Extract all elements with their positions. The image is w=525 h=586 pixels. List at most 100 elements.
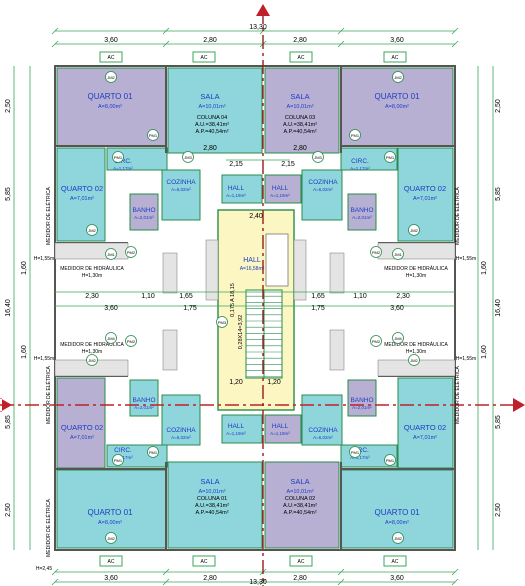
area-hall-main: A=16,58m² [240, 266, 265, 272]
label-quarto01-tl: QUARTO 01 [87, 92, 133, 101]
label-sala-tl: SALA [200, 92, 219, 101]
label-cozinha-bl: COZINHA [166, 427, 196, 434]
svg-text:PM1: PM1 [114, 458, 123, 463]
area-circ-br: A=1,17m² [350, 455, 370, 460]
label-hall-tl: HALL [228, 185, 245, 192]
stair-notes: 0,28X14=3,92 0,175 A 18,15 [230, 283, 244, 349]
opening-tag: JM4 [105, 332, 117, 344]
dim-mid2-4: 3,60 [390, 305, 404, 312]
medidor-hidr-bl: MEDIDOR DE HIDRÁULICA [60, 341, 124, 348]
au-bl: A.U.=38,41m² [195, 503, 229, 509]
area-cozinha-br: A=6,02m² [313, 435, 333, 440]
svg-text:PM2: PM2 [127, 250, 136, 255]
area-quarto01-bl: A=8,00m² [98, 520, 122, 526]
h155-tr: H=1,55m [456, 256, 476, 262]
ac-units: AC AC AC AC AC AC AC AC [99, 51, 407, 567]
svg-text:AC: AC [201, 55, 208, 61]
circ-top-right [340, 147, 398, 171]
label-quarto02-bl: QUARTO 02 [61, 423, 103, 432]
dim-tick [51, 568, 59, 576]
opening-tag: PM1 [147, 446, 159, 458]
opening-tag: JM2 [105, 532, 117, 544]
dim-mid2-3: 1,75 [311, 305, 325, 312]
banho-top-right [347, 193, 377, 231]
dim-tick [337, 27, 345, 35]
svg-text:JM2: JM2 [394, 75, 402, 80]
dim-mid-4: 1,65 [311, 293, 325, 300]
dim-left-5: 1,60 [21, 345, 28, 359]
dim-tick [451, 40, 459, 48]
quarto-02-bottom-right [397, 377, 454, 469]
dim-tick [162, 40, 170, 48]
quarto-02-top-right [397, 147, 454, 242]
dim-tick [451, 568, 459, 576]
opening-tag: JM3 [182, 151, 194, 163]
medidor-elet-tl: MEDIDOR DE ELÉTRICA [45, 186, 52, 244]
svg-text:JM2: JM2 [107, 75, 115, 80]
medidor-elet-bl: MEDIDOR DE ELÉTRICA [45, 365, 52, 423]
opening-tag: PM1 [112, 454, 124, 466]
vertical-dim-text: 2,50 5,85 1,60 16,40 1,60 5,85 2,50 2,50… [5, 99, 502, 517]
sala-top-left [167, 67, 263, 154]
opening-tag: PM1 [349, 446, 361, 458]
cozinha-bottom-left [161, 394, 201, 446]
dim-total-top: 13,30 [249, 24, 267, 31]
ac-tm1: AC [192, 51, 216, 63]
opening-tag: PM2 [125, 335, 137, 347]
dim-bottom-1: 3,60 [104, 575, 118, 582]
dimension-lines [13, 30, 494, 583]
medidor-hidr-bl-h: H=1,30m [82, 349, 102, 355]
svg-text:PM1: PM1 [351, 133, 360, 138]
dim-tick [162, 578, 170, 586]
dim-tick [51, 27, 59, 35]
medidor-elet-tr: MEDIDOR DE ELÉTRICA [454, 186, 461, 244]
dim-mid2-1: 3,60 [104, 305, 118, 312]
area-quarto02-tr: A=7,01m² [413, 196, 437, 202]
label-banho-bl: BANHO [132, 397, 155, 404]
label-quarto01-tr: QUARTO 01 [374, 92, 420, 101]
label-sala-bl: SALA [200, 477, 219, 486]
area-quarto01-tr: A=8,00m² [385, 104, 409, 110]
hall-small-top-left [221, 174, 263, 204]
stair-note-2: 0,175 A 18,15 [230, 283, 236, 317]
dim-bottom-2: 2,80 [203, 575, 217, 582]
svg-text:JM2: JM2 [107, 536, 115, 541]
area-cozinha-bl: A=6,02m² [171, 435, 191, 440]
opening-tag: JM1 [392, 248, 404, 260]
area-banho-tl: A=2,01m² [134, 215, 154, 220]
area-sala-tl: A=10,01m² [198, 104, 225, 110]
medidor-hidr-tr-h: H=1,30m [406, 273, 426, 279]
small-room-labels: CIRC. A=1,17m² CIRC. A=1,17m² CIRC. A=1,… [113, 158, 373, 460]
h155-br: H=1,55m [456, 356, 476, 362]
section-marker-left-icon [0, 398, 12, 412]
label-sala-tr: SALA [290, 92, 309, 101]
dim-inner-e: 2,40 [249, 213, 263, 220]
svg-text:AC: AC [392, 559, 399, 565]
dim-tick [259, 578, 267, 586]
stair [245, 233, 289, 379]
ac-bl: AC [99, 555, 123, 567]
dim-mid-2: 1,10 [141, 293, 155, 300]
dim-right-5: 1,60 [481, 345, 488, 359]
label-circ-bl: CIRC. [114, 447, 132, 454]
section-marker-top-icon [256, 4, 270, 16]
ac-tl: AC [99, 51, 123, 63]
h155-tl: H=1,55m [34, 256, 54, 262]
area-quarto01-tl: A=8,00m² [98, 104, 122, 110]
opening-tag: PM1 [147, 129, 159, 141]
label-cozinha-tr: COZINHA [308, 179, 338, 186]
area-sala-tr: A=10,01m² [286, 104, 313, 110]
area-quarto01-br: A=8,00m² [385, 520, 409, 526]
dim-right-4: 16,40 [495, 299, 502, 317]
opening-tag: JM2 [392, 71, 404, 83]
area-cozinha-tl: A=6,02m² [171, 187, 191, 192]
sala-bottom-left [167, 461, 263, 549]
opening-tag: PM3 [216, 316, 228, 328]
label-hall-main: HALL [243, 257, 261, 264]
medidor-hidr-tl-h: H=1,30m [82, 273, 102, 279]
area-hall-tl: A=1,19m² [226, 193, 246, 198]
dim-tick [162, 568, 170, 576]
opening-tag: PM2 [370, 246, 382, 258]
coluna-tl: COLUNA 04 [197, 115, 227, 121]
